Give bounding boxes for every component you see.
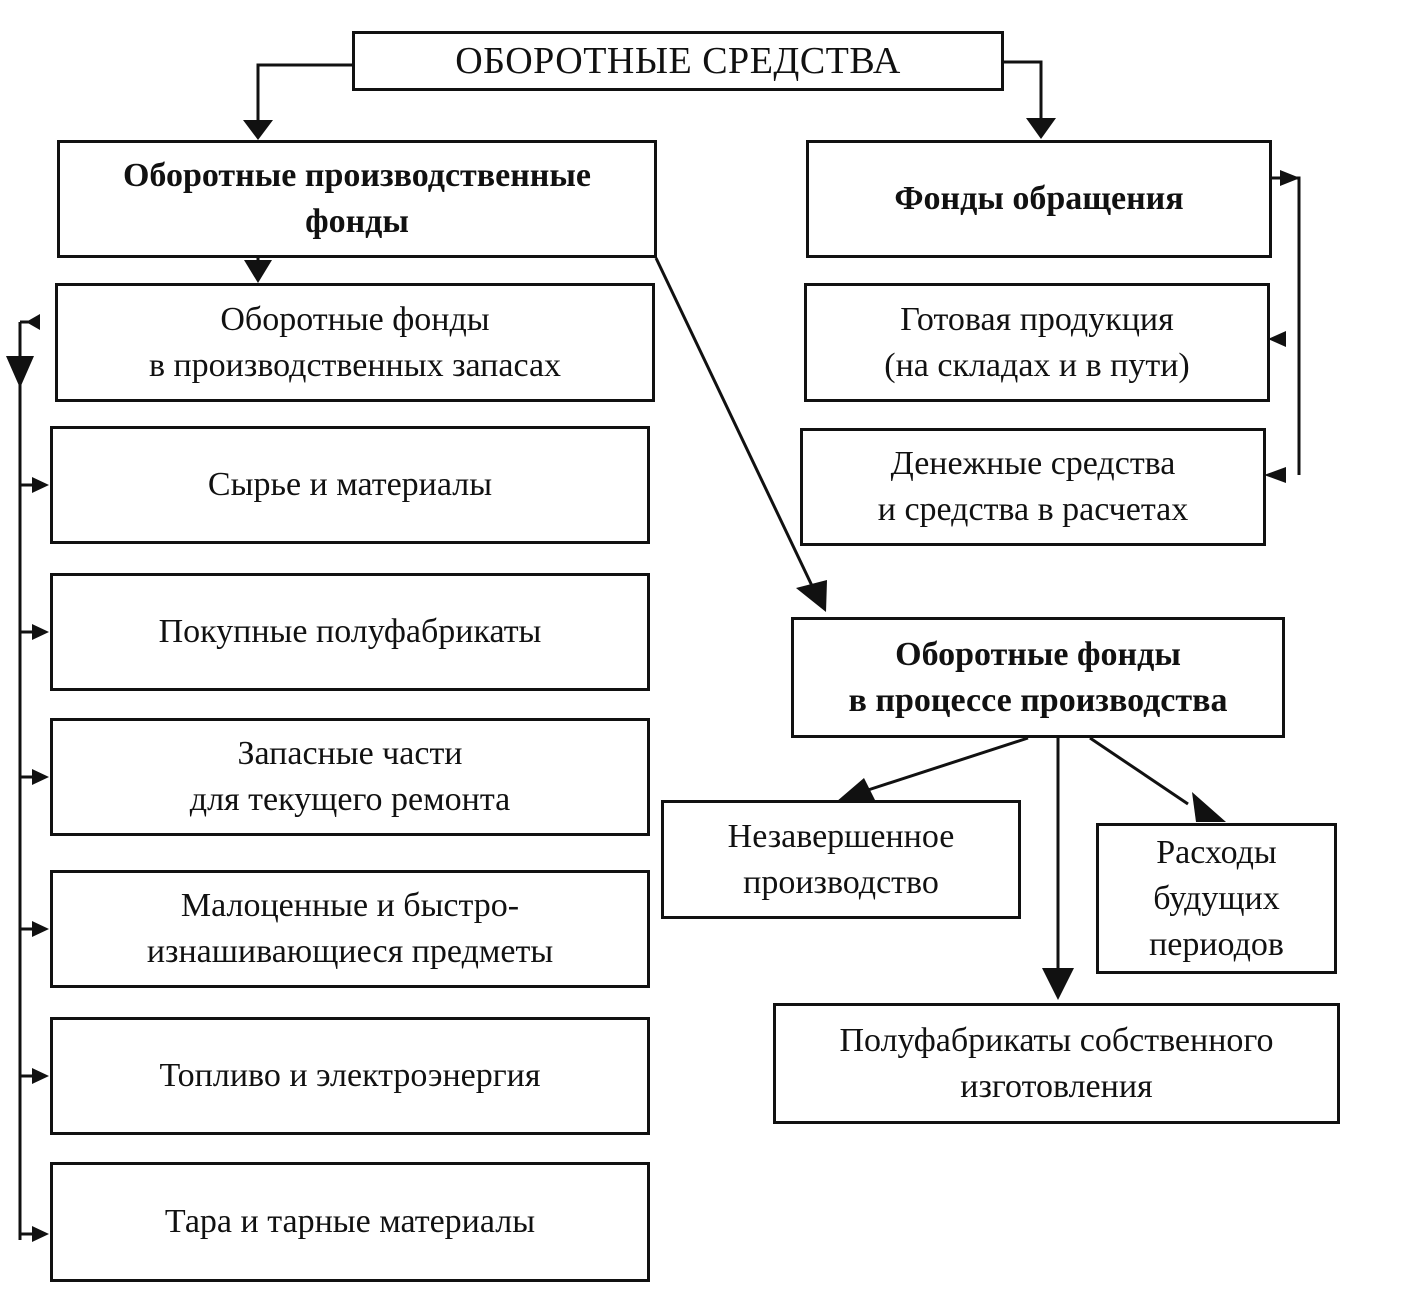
production-funds-label-2: фонды [305, 203, 409, 240]
deferred-label-1: Расходы [1156, 833, 1277, 871]
bus-branch-arrow [32, 477, 49, 493]
inventories-label-2: в производственных запасах [148, 346, 562, 384]
inventory-item-raw-materials: Сырье и материалы [50, 426, 650, 544]
finished-goods-label-1: Готовая продукция [900, 300, 1174, 338]
finished-goods-label-2: (на складах и в пути) [884, 346, 1190, 384]
deferred-label-3: периодов [1149, 925, 1284, 963]
circulation-bus-line [1271, 176, 1301, 475]
in-process-label-2: в процессе производства [848, 681, 1228, 719]
bus-branch-arrow [32, 1226, 49, 1242]
arrow-to-inventories [244, 260, 272, 283]
bus-branch-arrow [32, 1068, 49, 1084]
inventory-item-fuel: Топливо и электроэнергия [50, 1017, 650, 1135]
arrow-to-finished-goods [1268, 331, 1286, 347]
inprocess-to-wip-line [867, 736, 1029, 792]
arrow-to-cash [1264, 467, 1286, 483]
arrow-to-production [243, 120, 273, 140]
inventories-box: Оборотные фонды в производственных запас… [55, 283, 655, 402]
wip-label-2: производство [743, 863, 939, 901]
arrow-circulation-stub [1280, 170, 1300, 186]
arrow-to-circulation [1026, 118, 1056, 139]
semi-finished-box: Полуфабрикаты собственного изготовления [773, 1003, 1340, 1124]
arrow-inventories-bus-down [6, 356, 34, 388]
wip-box: Незавершенное производство [661, 800, 1021, 919]
inventory-item-label: Тара и тарные материалы [164, 1203, 536, 1240]
root-box: ОБОРОТНЫЕ СРЕДСТВА [352, 31, 1004, 91]
inventory-item-low-value: Малоценные и быстро- изнашивающиеся пред… [50, 870, 650, 988]
in-process-label-1: Оборотные фонды [895, 635, 1181, 673]
bus-branch-arrow [32, 624, 49, 640]
inventory-item-purchased-semis: Покупные полуфабрикаты [50, 573, 650, 691]
arrow-to-inprocess [796, 580, 827, 612]
inventory-item-label: Покупные полуфабрикаты [158, 613, 542, 650]
inventory-item-containers: Тара и тарные материалы [50, 1162, 650, 1282]
circulation-funds-label: Фонды обращения [894, 180, 1184, 217]
cash-box: Денежные средства и средства в расчетах [800, 428, 1266, 546]
bus-branch-arrow [32, 769, 49, 785]
deferred-label-2: будущих [1153, 879, 1280, 917]
inventory-item-label: Запасные части [237, 735, 463, 772]
inventory-item-label: Топливо и электроэнергия [159, 1057, 541, 1094]
root-label: ОБОРОТНЫЕ СРЕДСТВА [455, 40, 901, 82]
bus-branch-arrow [32, 921, 49, 937]
deferred-expenses-box: Расходы будущих периодов [1096, 823, 1337, 974]
wip-label-1: Незавершенное [727, 817, 955, 855]
root-to-circulation-line [1003, 60, 1043, 118]
cash-label-2: и средства в расчетах [877, 491, 1189, 528]
circulation-funds-box: Фонды обращения [806, 140, 1272, 258]
inventory-item-label: для текущего ремонта [189, 781, 511, 818]
inventory-item-spare-parts: Запасные части для текущего ремонта [50, 718, 650, 836]
in-process-box: Оборотные фонды в процессе производства [791, 617, 1285, 738]
inventories-label-1: Оборотные фонды [220, 300, 490, 338]
arrow-to-wip [836, 778, 876, 802]
semi-finished-label-1: Полуфабрикаты собственного [839, 1021, 1274, 1059]
inventory-item-label: изнашивающиеся предметы [146, 933, 554, 970]
arrow-to-deferred [1192, 792, 1226, 822]
production-to-inprocess-line [654, 257, 816, 591]
production-funds-box: Оборотные производственные фонды [57, 140, 657, 258]
semi-finished-label-2: изготовления [960, 1067, 1153, 1105]
root-to-production-line [256, 63, 352, 120]
arrow-inventories-bus-top [26, 314, 40, 330]
arrow-to-semifinished [1042, 968, 1074, 1000]
inventory-item-label: Сырье и материалы [207, 466, 493, 503]
cash-label-1: Денежные средства [890, 445, 1176, 482]
inventory-item-label: Малоценные и быстро- [180, 887, 520, 924]
inprocess-to-deferred-line [1089, 736, 1189, 806]
production-funds-label-1: Оборотные производственные [122, 157, 592, 194]
finished-goods-box: Готовая продукция (на складах и в пути) [804, 283, 1270, 402]
